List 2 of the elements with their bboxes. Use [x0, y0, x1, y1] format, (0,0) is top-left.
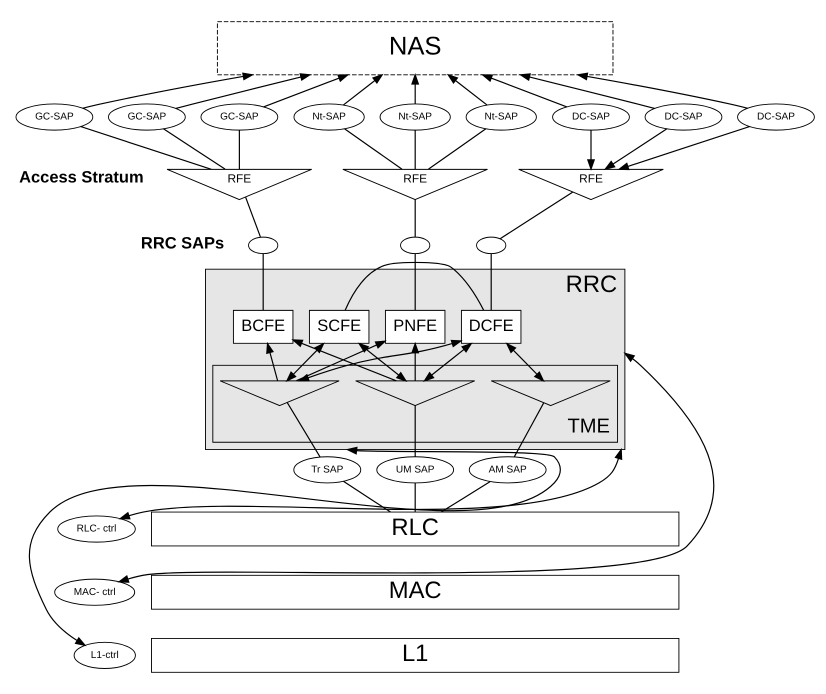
- label: Access Stratum: [19, 168, 144, 187]
- label: RRC SAPs: [140, 234, 224, 252]
